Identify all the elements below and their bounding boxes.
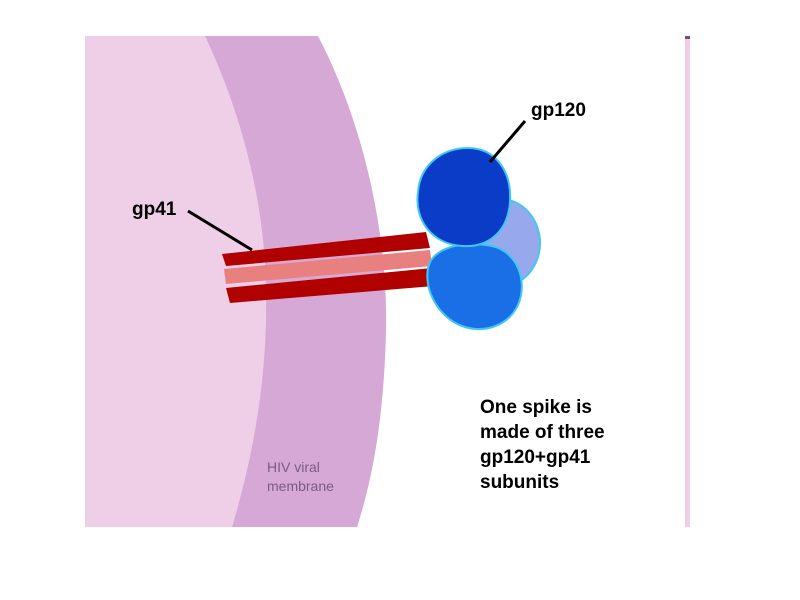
gp41-stalk-highlight <box>224 250 432 284</box>
gp41-label: gp41 <box>132 199 177 220</box>
gp120-upper-lobe <box>416 146 512 248</box>
spike-caption: One spike is made of three gp120+gp41 su… <box>480 395 605 495</box>
membrane-label-line-2: membrane <box>267 478 334 494</box>
gp41-stalk-top <box>222 232 430 266</box>
caption-line-3: gp120+gp41 <box>480 447 591 468</box>
membrane-label: HIV viral membrane <box>267 458 334 496</box>
caption-line-2: made of three <box>480 422 605 443</box>
gp120-lower-lobe <box>426 243 523 330</box>
gp120-pointer-line <box>488 120 527 163</box>
membrane-label-line-1: HIV viral <box>267 459 320 475</box>
right-border-line <box>685 36 690 527</box>
virus-interior <box>85 36 267 527</box>
caption-line-4: subunits <box>480 472 560 493</box>
gp41-stalk-bottom <box>226 268 434 303</box>
right-border-tick <box>685 36 690 39</box>
gp120-label: gp120 <box>531 100 586 121</box>
gp41-pointer-line <box>187 209 253 252</box>
caption-line-1: One spike is <box>480 397 592 418</box>
